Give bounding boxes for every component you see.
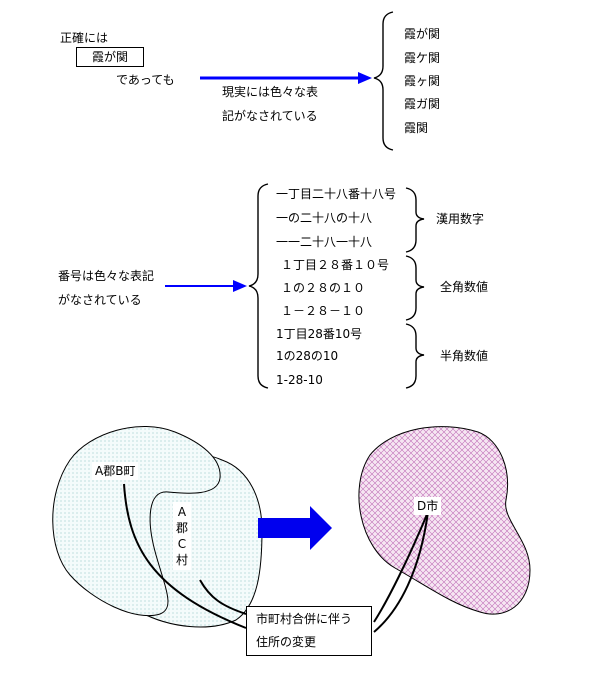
official-name-box: 霞が関 bbox=[76, 47, 144, 67]
variant-item: 霞関 bbox=[404, 121, 429, 135]
number-notation-item: 一丁目二十八番十八号 bbox=[276, 187, 397, 201]
halfwidth-group-brace bbox=[405, 323, 425, 389]
number-notation-item: 1-28-10 bbox=[276, 373, 323, 387]
merger-note-line1: 市町村合併に伴う bbox=[256, 612, 353, 626]
group-label: 漢用数字 bbox=[436, 212, 485, 226]
city-leader-line-2 bbox=[373, 511, 429, 633]
town-leader-line bbox=[123, 483, 247, 629]
city-d-label: D市 bbox=[414, 497, 442, 515]
number-notation-item: １丁目２８番１０号 bbox=[281, 258, 390, 272]
kanji-group-brace bbox=[405, 187, 425, 253]
variant-item: 霞が関 bbox=[404, 27, 441, 41]
variant-item: 霞ヶ関 bbox=[404, 74, 441, 88]
number-notation-item: １の２８の１０ bbox=[281, 281, 366, 295]
numbering-label-line1: 番号は色々な表記 bbox=[58, 269, 155, 283]
numbering-label-line2: がなされている bbox=[58, 293, 142, 307]
variants-brace bbox=[373, 11, 394, 151]
variant-item: 霞ケ関 bbox=[404, 51, 441, 65]
merger-note-box: 市町村合併に伴う 住所の変更 bbox=[246, 606, 372, 656]
variant-item: 霞ガ関 bbox=[404, 97, 441, 111]
village-c-label: A郡C村 bbox=[173, 502, 191, 570]
number-notation-item: １－２８－１０ bbox=[281, 304, 366, 318]
city-leader-line-1 bbox=[373, 511, 429, 623]
town-b-label: A郡B町 bbox=[92, 462, 139, 480]
city-d-region bbox=[358, 426, 531, 615]
merger-block-arrow bbox=[258, 506, 332, 550]
arrowhead-variants bbox=[358, 72, 372, 84]
arrowhead-numbers bbox=[233, 280, 247, 292]
even-if-text: であっても bbox=[116, 73, 175, 87]
number-notation-item: 一の二十八の十八 bbox=[276, 211, 373, 225]
village-leader-line bbox=[199, 579, 247, 615]
merger-note-line2: 住所の変更 bbox=[256, 635, 317, 649]
number-notation-item: 1の28の10 bbox=[276, 349, 339, 363]
accuracy-intro-text: 正確には bbox=[60, 31, 109, 45]
fullwidth-group-brace bbox=[405, 255, 425, 321]
reality-note-line1: 現実には色々な表 bbox=[222, 85, 319, 99]
number-notation-item: 一一二十八一十八 bbox=[276, 235, 373, 249]
reality-note-line2: 記がなされている bbox=[222, 109, 318, 123]
number-notation-item: 1丁目28番10号 bbox=[276, 327, 363, 341]
group-label: 半角数値 bbox=[440, 349, 489, 363]
group-label: 全角数値 bbox=[440, 280, 489, 294]
numbers-brace bbox=[248, 183, 269, 389]
